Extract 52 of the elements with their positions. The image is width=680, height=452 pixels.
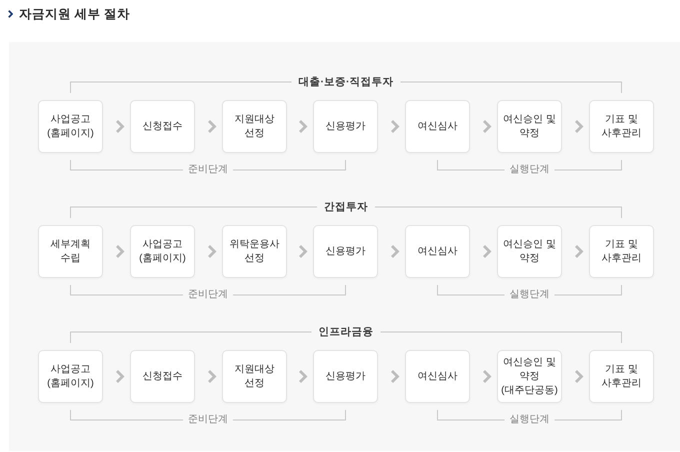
step-text: 여신승인 및 약정 (502, 112, 557, 140)
step-box (497, 100, 562, 153)
step-box (38, 225, 103, 278)
step-box (405, 100, 470, 153)
group-title: 대출·보증·직접투자 (298, 75, 394, 89)
phase-label: 실행단계 (510, 289, 550, 301)
step-box (497, 225, 562, 278)
phase-label: 실행단계 (510, 164, 550, 176)
step-box (497, 350, 562, 403)
step-text: 사업공고 (홈페이지) (46, 362, 95, 390)
step-text: 여신심사 (418, 120, 458, 134)
step-text: 기표 및 사후관리 (600, 362, 642, 390)
step-text: 여신승인 및 약정 (대주단공동) (500, 356, 559, 398)
group-title: 인프라금융 (318, 325, 374, 339)
step-box (405, 225, 470, 278)
step-text: 지원대상 선정 (234, 362, 276, 390)
step-box (222, 100, 287, 153)
step-box (589, 100, 654, 153)
step-box (313, 100, 378, 153)
step-text: 신용평가 (326, 120, 366, 134)
phase-label: 실행단계 (510, 414, 550, 426)
step-text: 신청접수 (142, 370, 182, 384)
step-box (130, 225, 195, 278)
step-text: 위탁운용사 선정 (228, 238, 280, 266)
step-text: 여신심사 (418, 244, 458, 258)
phase-label: 준비단계 (188, 414, 228, 426)
page-title: 자금지원 세부 절차 (19, 6, 130, 23)
phase-label: 준비단계 (188, 164, 228, 176)
step-text: 사업공고 (홈페이지) (46, 112, 95, 140)
step-box (589, 225, 654, 278)
step-box (313, 350, 378, 403)
step-box (130, 350, 195, 403)
step-text: 지원대상 선정 (234, 112, 276, 140)
step-text: 신용평가 (326, 370, 366, 384)
step-text: 신용평가 (326, 244, 366, 258)
step-box (313, 225, 378, 278)
step-text: 세부계획 수립 (50, 238, 92, 266)
step-text: 사업공고 (홈페이지) (138, 238, 187, 266)
group-title: 간접투자 (324, 200, 368, 214)
step-box (38, 350, 103, 403)
step-text: 기표 및 사후관리 (600, 112, 642, 140)
step-box (405, 350, 470, 403)
step-box (222, 225, 287, 278)
step-box (130, 100, 195, 153)
step-box (222, 350, 287, 403)
step-box (38, 100, 103, 153)
step-text: 여신승인 및 약정 (502, 238, 557, 266)
step-text: 신청접수 (142, 120, 182, 134)
step-text: 여신심사 (418, 370, 458, 384)
step-text: 기표 및 사후관리 (600, 238, 642, 266)
step-box (589, 350, 654, 403)
phase-label: 준비단계 (188, 289, 228, 301)
